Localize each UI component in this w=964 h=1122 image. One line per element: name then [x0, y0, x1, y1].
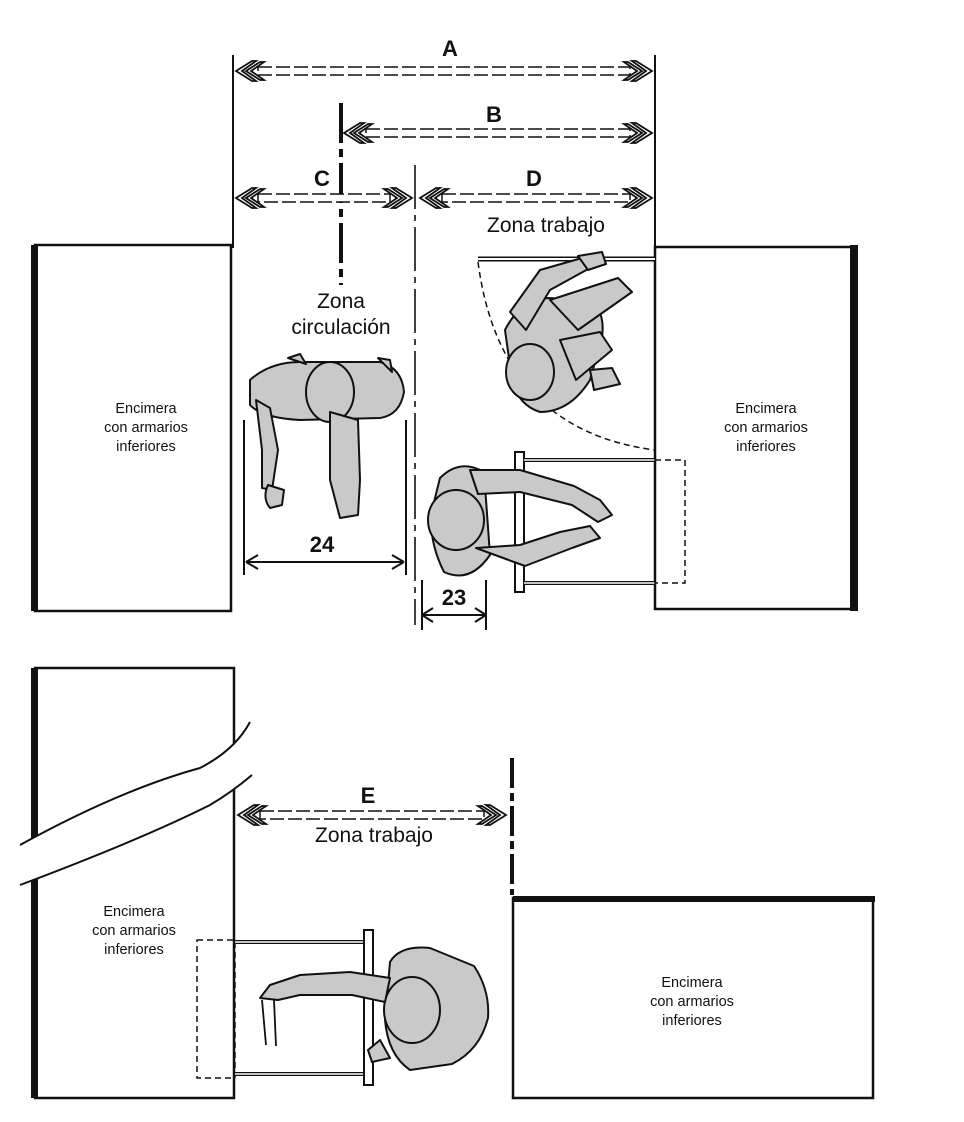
dimension-b: B	[343, 102, 653, 144]
counter-right-bottom-line3: inferiores	[662, 1013, 722, 1029]
dimension-23: 23	[421, 580, 487, 630]
counter-right-top-line3: inferiores	[736, 439, 796, 455]
dimension-d: D	[419, 166, 653, 209]
counter-left-top-line3: inferiores	[116, 439, 176, 455]
counter-left-bottom-line2: con armarios	[92, 923, 176, 939]
zone-circulation-label-line1: Zona	[317, 290, 365, 313]
dimension-a: A	[235, 36, 653, 82]
counter-right-top-line1: Encimera	[735, 401, 797, 417]
counter-left-bottom-line1: Encimera	[103, 904, 165, 920]
dimension-d-label: D	[526, 166, 542, 191]
dimension-23-label: 23	[442, 585, 466, 610]
person-reaching-upper-cabinet	[504, 251, 633, 413]
dimension-24-label: 24	[310, 532, 335, 557]
dimension-e: E	[237, 783, 507, 826]
counter-right-bottom-line2: con armarios	[650, 994, 734, 1010]
counter-right-top: Encimera con armarios inferiores	[653, 245, 858, 611]
person-bottom-reaching	[259, 946, 490, 1071]
counter-left-top: Encimera con armarios inferiores	[31, 243, 233, 613]
dimension-e-label: E	[361, 783, 376, 808]
counter-left-bottom: Encimera con armarios inferiores	[19, 666, 253, 1100]
counter-left-bottom-line3: inferiores	[104, 942, 164, 958]
person-walking	[243, 353, 407, 575]
counter-right-bottom-line1: Encimera	[661, 975, 723, 991]
counter-right-top-line2: con armarios	[724, 420, 808, 436]
counter-left-top-line2: con armarios	[104, 420, 188, 436]
counter-left-top-line1: Encimera	[115, 401, 177, 417]
zone-work-top-label: Zona trabajo	[487, 214, 605, 237]
zone-circulation-label-line2: circulación	[291, 316, 390, 339]
dimension-c-label: C	[314, 166, 330, 191]
counter-right-bottom: Encimera con armarios inferiores	[511, 896, 875, 1100]
dimension-c: C	[235, 166, 413, 209]
person-working-drawer	[427, 465, 613, 577]
cabinet-door-lower	[514, 451, 686, 593]
dimension-b-label: B	[486, 102, 502, 127]
dimension-a-label: A	[442, 36, 458, 61]
zone-work-bottom-label: Zona trabajo	[315, 824, 433, 847]
drawer-bottom	[196, 929, 374, 1086]
dimension-24: 24	[245, 532, 405, 570]
